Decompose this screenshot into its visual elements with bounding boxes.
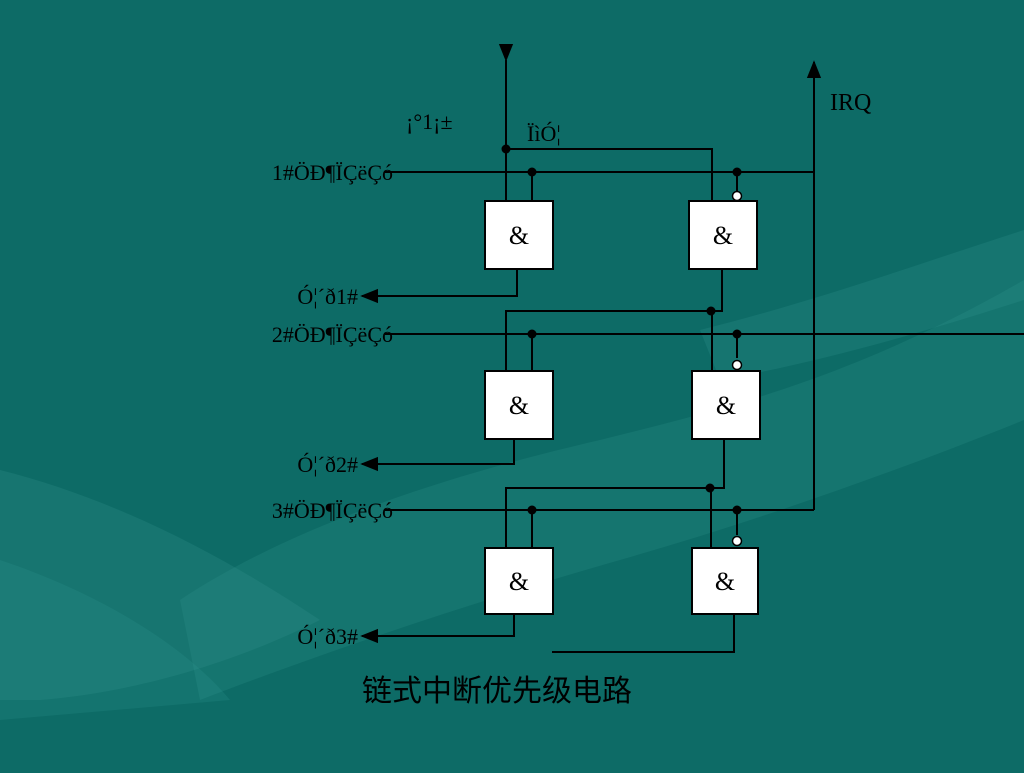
ack-3-label: Ó¦´ð3# — [297, 624, 358, 649]
chain-label: ÏìÓ¦ — [527, 121, 561, 146]
request-1-label: 1#ÖÐ¶ÏÇëÇó — [272, 160, 393, 185]
svg-text:&: & — [509, 221, 529, 250]
request-3-label: 3#ÖÐ¶ÏÇëÇó — [272, 498, 393, 523]
and-gate-3-left: & — [484, 547, 554, 615]
and-gate-1-right: & — [688, 200, 758, 270]
ack-1-label: Ó¦´ð1# — [297, 284, 358, 309]
irq-label: IRQ — [830, 90, 871, 116]
and-gate-2-right: & — [691, 370, 761, 440]
svg-text:&: & — [509, 567, 529, 596]
junction-dots — [501, 144, 742, 515]
svg-text:&: & — [715, 567, 735, 596]
ack-2-label: Ó¦´ð2# — [297, 452, 358, 477]
svg-text:&: & — [509, 391, 529, 420]
background-decoration — [0, 230, 1024, 720]
slide-caption: 链式中断优先级电路 — [362, 674, 632, 709]
request-2-label: 2#ÖÐ¶ÏÇëÇó — [272, 322, 393, 347]
top-input-label: ¡°1¡± — [406, 109, 453, 134]
svg-text:&: & — [713, 221, 733, 250]
and-gate-1-left: & — [484, 200, 554, 270]
and-gate-2-left: & — [484, 370, 554, 440]
svg-text:&: & — [716, 391, 736, 420]
and-gate-3-right: & — [691, 547, 759, 615]
